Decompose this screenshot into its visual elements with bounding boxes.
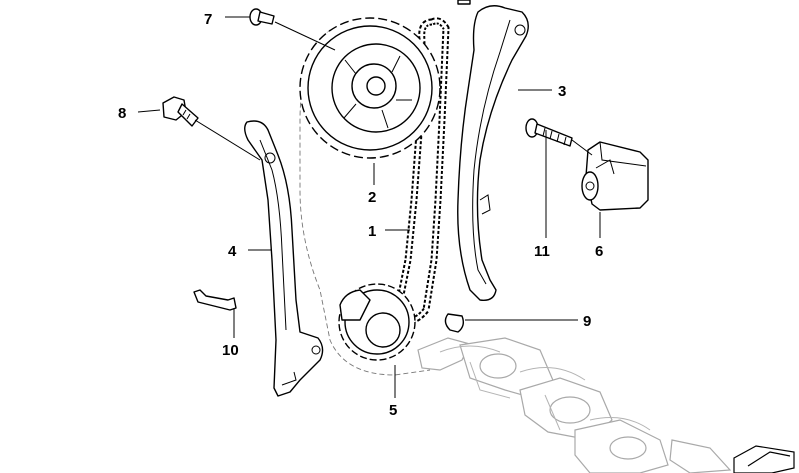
callout-2: 2: [368, 189, 376, 206]
guide-rail: [457, 5, 529, 301]
callout-7: 7: [204, 11, 212, 28]
tensioner-bolt: [525, 118, 573, 147]
chain-tensioner: [581, 141, 649, 211]
callout-5: 5: [389, 402, 397, 419]
callout-1: 1: [368, 223, 376, 240]
callout-11: 11: [534, 243, 550, 260]
folder-arrow-icon: [733, 445, 795, 473]
callout-8: 8: [118, 105, 126, 122]
callout-6: 6: [595, 243, 603, 260]
callout-4: 4: [228, 243, 237, 260]
woodruff-key: [444, 313, 465, 333]
top-fastener: [457, 0, 471, 5]
tensioning-rail: [244, 120, 324, 397]
callout-3: 3: [558, 83, 566, 100]
leader-lines: [137, 16, 601, 398]
camshaft-sprocket: [299, 17, 441, 159]
sprocket-bolt: [249, 8, 275, 26]
callout-9: 9: [583, 313, 591, 330]
callout-10: 10: [222, 342, 239, 359]
crankshaft-outline: [417, 337, 732, 473]
rail-bolt: [162, 96, 199, 127]
guide-pin: [193, 289, 237, 311]
crankshaft-sprocket: [338, 283, 416, 361]
